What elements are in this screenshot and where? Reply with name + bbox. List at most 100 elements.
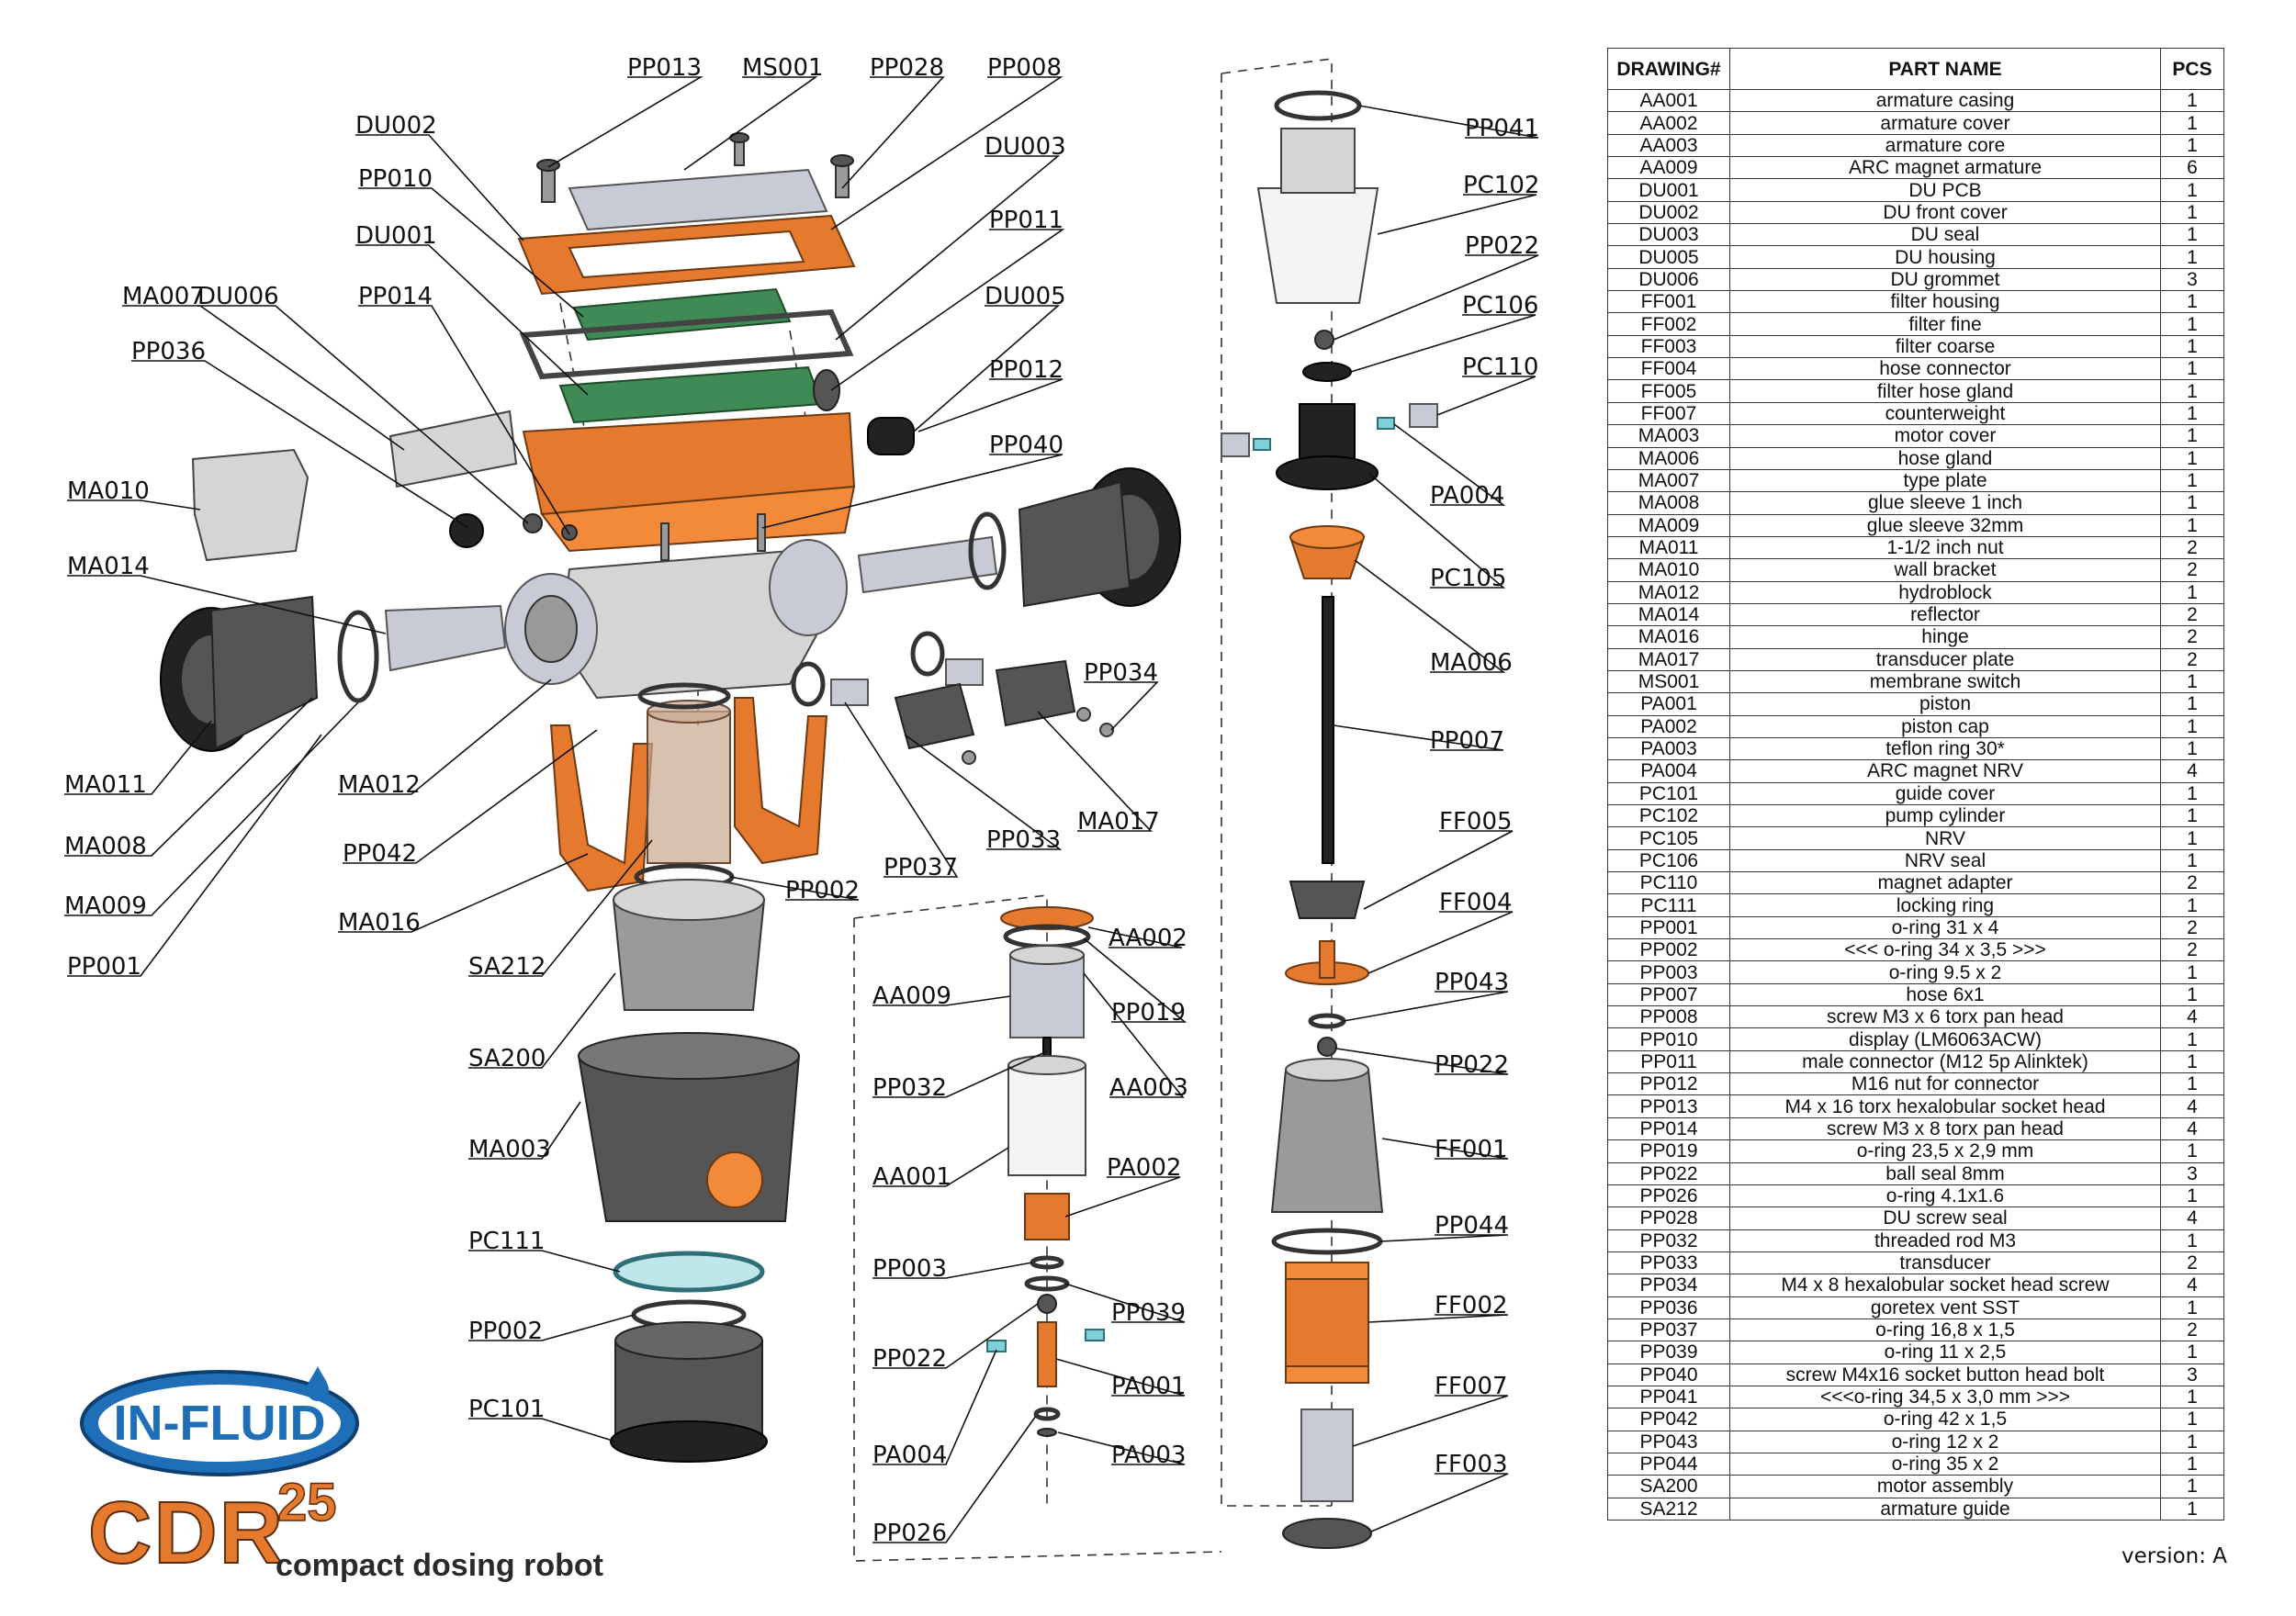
column-header-part-name: PART NAME (1729, 48, 2161, 90)
callout: MA009 (64, 892, 147, 920)
oring-pp037-2 (910, 631, 945, 677)
cell-drawing-number: MA009 (1607, 513, 1730, 537)
cell-pcs: 2 (2160, 602, 2224, 627)
cell-pcs: 2 (2160, 535, 2224, 560)
cell-drawing-number: FF005 (1607, 379, 1730, 403)
callout: PP028 (870, 54, 944, 82)
cell-drawing-number: SA200 (1607, 1475, 1730, 1498)
cell-drawing-number: PP028 (1607, 1206, 1730, 1230)
callout: AA002 (1109, 925, 1187, 952)
hinge-right-shape (734, 697, 828, 865)
cell-drawing-number: DU005 (1607, 245, 1730, 269)
cell-part-name: filter fine (1729, 312, 2161, 336)
cell-drawing-number: PC106 (1607, 848, 1730, 873)
table-header-row: DRAWING# PART NAME PCS (1607, 48, 2224, 90)
cell-part-name: goretex vent SST (1729, 1296, 2161, 1319)
magnet-armature-shape (1009, 954, 1085, 1038)
cell-part-name: o-ring 16,8 x 1,5 (1729, 1318, 2161, 1342)
nrv-seal-shape (1302, 362, 1352, 382)
callout: SA212 (468, 953, 546, 981)
callout: PP034 (1084, 659, 1158, 687)
cell-pcs: 1 (2160, 491, 2224, 515)
callout: PC110 (1462, 354, 1538, 381)
cell-drawing-number: PP026 (1607, 1184, 1730, 1208)
callout: DU005 (985, 283, 1066, 310)
cell-pcs: 1 (2160, 446, 2224, 470)
callout: MA011 (64, 771, 147, 799)
cell-part-name: DU screw seal (1729, 1206, 2161, 1230)
cell-drawing-number: PC105 (1607, 826, 1730, 850)
cell-drawing-number: DU006 (1607, 267, 1730, 292)
logo-badge-icon (706, 1151, 763, 1208)
pump-filter-column (1221, 90, 1438, 1549)
cell-drawing-number: PA003 (1607, 736, 1730, 761)
ball-seal-icon-3 (1317, 1037, 1337, 1057)
cell-pcs: 1 (2160, 803, 2224, 828)
armature-stack-group (986, 906, 1105, 1437)
cell-drawing-number: FF007 (1607, 401, 1730, 426)
hose-shape (1322, 596, 1334, 864)
callout: PP039 (1111, 1299, 1186, 1327)
cell-part-name: o-ring 42 x 1,5 (1729, 1408, 2161, 1431)
cell-pcs: 2 (2160, 938, 2224, 962)
cell-part-name: filter coarse (1729, 334, 2161, 359)
callout: PC111 (468, 1228, 545, 1255)
callout: PP040 (989, 432, 1064, 459)
callout: PP022 (1465, 232, 1539, 260)
cell-drawing-number: PA001 (1607, 692, 1730, 716)
callout: MA006 (1430, 649, 1513, 677)
cell-drawing-number: PP014 (1607, 1117, 1730, 1141)
callout: PP033 (986, 826, 1061, 854)
cell-pcs: 1 (2160, 334, 2224, 359)
logo-text: IN-FLUID (114, 1396, 326, 1451)
cell-pcs: 1 (2160, 1049, 2224, 1074)
cell-pcs: 2 (2160, 915, 2224, 940)
cell-pcs: 1 (2160, 1139, 2224, 1163)
teflon-ring-shape (1037, 1428, 1057, 1437)
cell-pcs: 1 (2160, 580, 2224, 604)
cell-pcs: 1 (2160, 714, 2224, 738)
cell-pcs: 1 (2160, 1452, 2224, 1476)
ball-seal-icon (1037, 1294, 1057, 1314)
male-connector-shape (867, 417, 915, 455)
cell-drawing-number: PC111 (1607, 893, 1730, 917)
column-header-pcs: PCS (2160, 48, 2224, 90)
cell-pcs: 3 (2160, 267, 2224, 292)
magnet-adapter-left (1221, 432, 1250, 457)
cell-drawing-number: PP044 (1607, 1452, 1730, 1476)
oring-pp001-left (337, 610, 379, 703)
callout: MA008 (64, 833, 147, 860)
callout: PC101 (468, 1396, 545, 1423)
cell-part-name: DU PCB (1729, 178, 2161, 202)
hydroblock-thread-right (769, 539, 848, 636)
cell-part-name: piston cap (1729, 714, 2161, 738)
magnet-adapter-right (1409, 403, 1438, 428)
callout: PP032 (872, 1074, 947, 1102)
cell-part-name: threaded rod M3 (1729, 1229, 2161, 1252)
cell-drawing-number: PP043 (1607, 1430, 1730, 1453)
filter-hose-gland-shape (1289, 881, 1366, 919)
cell-part-name: display (LM6063ACW) (1729, 1027, 2161, 1051)
cell-pcs: 1 (2160, 200, 2224, 225)
callout: PP042 (343, 840, 417, 868)
cell-part-name: armature guide (1729, 1497, 2161, 1521)
cell-pcs: 1 (2160, 357, 2224, 381)
cell-part-name: piston (1729, 692, 2161, 716)
callout: PP012 (989, 356, 1064, 384)
